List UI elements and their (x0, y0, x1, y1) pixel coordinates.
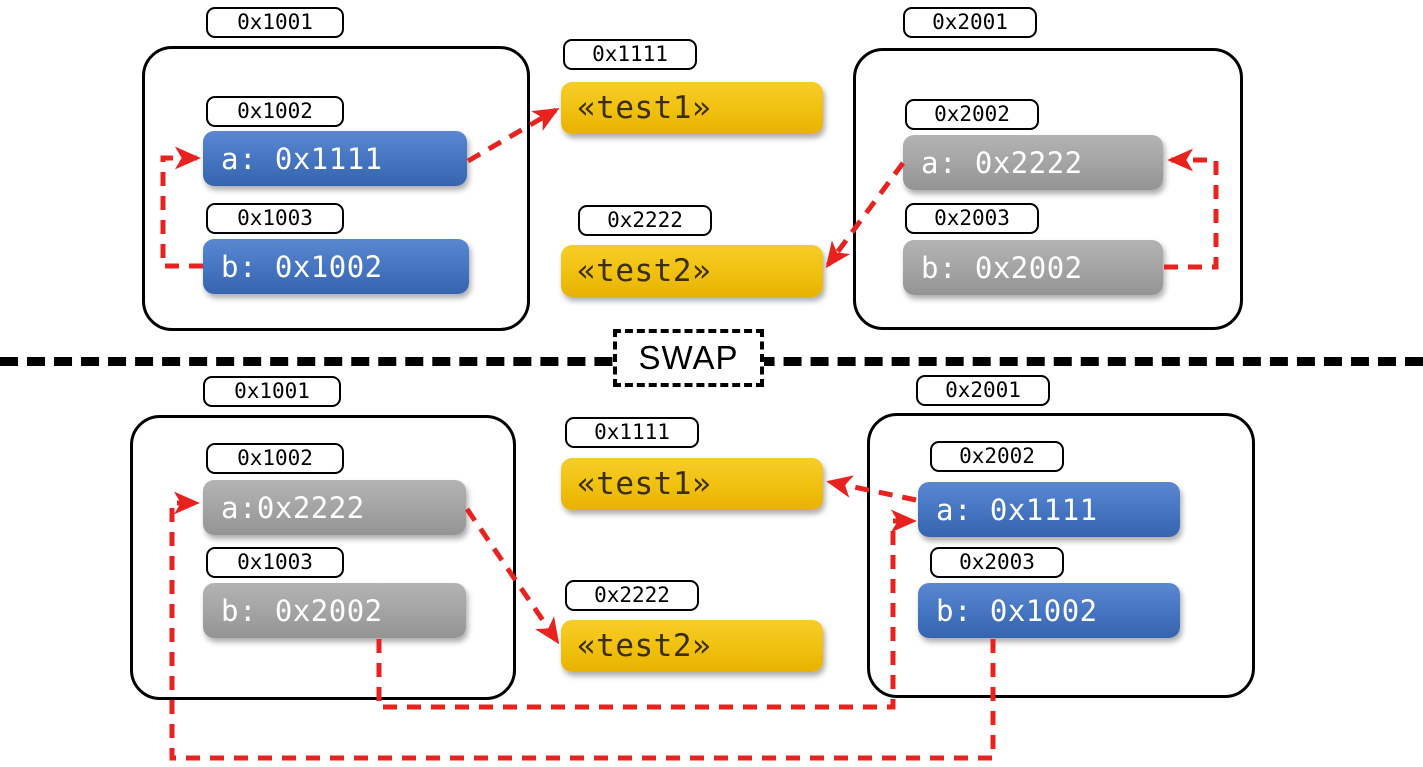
before-string0-value: «test1» (561, 82, 823, 134)
before-left-slot1-value: b: 0x1002 (203, 239, 469, 294)
after-right-slot1-value: b: 0x1002 (918, 583, 1180, 638)
before-left-frame (142, 46, 530, 331)
before-left-slot0-value: a: 0x1111 (203, 131, 467, 186)
after-left-frame-address: 0x1001 (203, 376, 341, 407)
before-right-slot1-value: b: 0x2002 (903, 240, 1163, 295)
after-left-slot0-address: 0x1002 (206, 443, 344, 474)
after-left-slot1-address: 0x1003 (206, 547, 344, 578)
after-string1-address: 0x2222 (565, 580, 699, 611)
after-string0-address: 0x1111 (565, 417, 699, 448)
after-right-slot0-value: a: 0x1111 (918, 482, 1180, 537)
before-right-slot0-address: 0x2002 (905, 99, 1039, 130)
before-right-slot0-value: a: 0x2222 (903, 135, 1163, 190)
after-right-slot1-address: 0x2003 (930, 547, 1064, 578)
before-string1-value: «test2» (561, 245, 823, 297)
swap-label: SWAP (613, 329, 764, 387)
after-left-slot1-value: b: 0x2002 (203, 583, 466, 638)
before-string0-address: 0x1111 (563, 39, 697, 70)
after-left-slot0-value: a:0x2222 (203, 480, 466, 535)
after-right-slot0-address: 0x2002 (930, 441, 1064, 472)
before-right-slot1-address: 0x2003 (905, 203, 1039, 234)
after-right-frame-address: 0x2001 (916, 375, 1050, 406)
after-string1-value: «test2» (561, 620, 823, 672)
before-right-frame-address: 0x2001 (903, 7, 1037, 38)
before-left-slot0-address: 0x1002 (206, 96, 344, 127)
before-string1-address: 0x2222 (578, 205, 712, 236)
after-string0-value: «test1» (561, 458, 823, 510)
before-left-slot1-address: 0x1003 (206, 203, 344, 234)
before-left-frame-address: 0x1001 (206, 7, 344, 38)
